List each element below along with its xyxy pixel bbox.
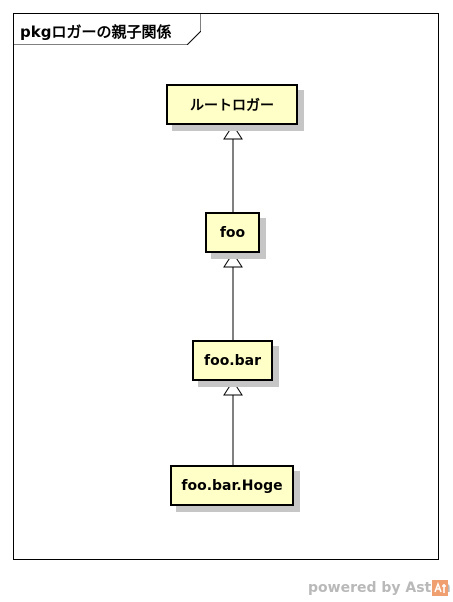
- node-foo-bar-hoge[interactable]: foo.bar.Hoge: [170, 465, 294, 506]
- arrowhead-foo: [223, 252, 243, 268]
- astah-logo-icon: [432, 580, 448, 596]
- node-root-logger[interactable]: ルートロガー: [166, 84, 298, 125]
- node-foo-bar[interactable]: foo.bar: [192, 340, 273, 381]
- frame-title: pkgロガーの親子関係: [20, 23, 172, 41]
- node-foo[interactable]: foo: [205, 212, 260, 253]
- arrowhead-root: [223, 124, 243, 140]
- arrowhead-foobar: [223, 380, 243, 396]
- astah-watermark: powered by Astah: [308, 580, 451, 596]
- frame-tab-outline: [13, 13, 201, 45]
- package-frame: [13, 13, 439, 560]
